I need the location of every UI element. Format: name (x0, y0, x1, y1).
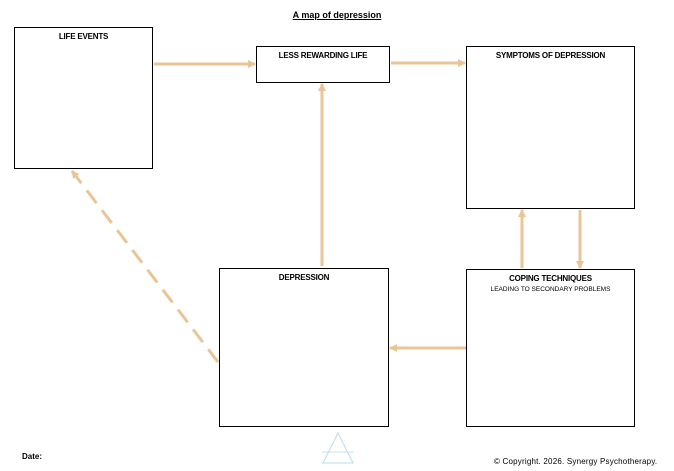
box-less-rewarding-life-label: LESS REWARDING LIFE (278, 51, 368, 60)
box-coping-techniques-label: COPING TECHNIQUES (509, 274, 592, 283)
page-title: A map of depression (292, 10, 382, 20)
date-label: Date: (22, 452, 43, 461)
box-symptoms-label: SYMPTOMS OF DEPRESSION (495, 51, 606, 60)
box-life-events: LIFE EVENTS (14, 27, 153, 169)
box-symptoms: SYMPTOMS OF DEPRESSION (466, 46, 635, 209)
logo-triangle (322, 431, 354, 464)
synergy-logo-icon (322, 431, 354, 464)
box-depression: DEPRESSION (219, 268, 389, 427)
box-life-events-label: LIFE EVENTS (58, 32, 109, 41)
arrow-depression-to-life-events-dashed (70, 170, 220, 363)
box-coping-techniques-subtitle: LEADING TO SECONDARY PROBLEMS (490, 286, 611, 293)
box-depression-label: DEPRESSION (278, 273, 330, 282)
box-less-rewarding-life: LESS REWARDING LIFE (256, 46, 390, 83)
box-coping-techniques: COPING TECHNIQUES LEADING TO SECONDARY P… (466, 269, 635, 427)
copyright-text: © Copyright. 2026. Synergy Psychotherapy… (494, 457, 658, 466)
